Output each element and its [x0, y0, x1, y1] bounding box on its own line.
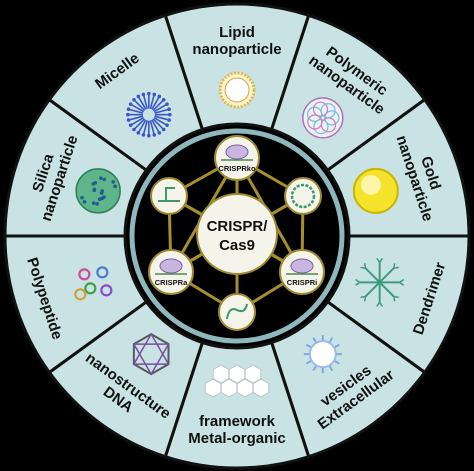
dna-nanostructure-icon	[132, 332, 170, 376]
center-label-line1: CRISPR/	[207, 218, 269, 235]
polymeric-nanoparticle-icon	[302, 97, 344, 139]
segment-label-lipid-nanoparticle-line1: Lipid	[219, 24, 255, 41]
micelle-icon	[126, 91, 172, 138]
guide-rna-node	[150, 177, 188, 215]
center-node	[196, 193, 278, 275]
segment-bg	[47, 13, 205, 173]
crispri-node-label: CRISPRi	[287, 278, 317, 287]
gold-nanoparticle-icon	[352, 167, 399, 214]
crispra-node: CRISPRa	[148, 249, 194, 295]
crisprko-node: CRISPRko	[214, 135, 260, 181]
cas9-protein-icon	[290, 258, 314, 274]
crispra-node-label: CRISPRa	[155, 278, 188, 287]
segment-polypeptide: Polypeptide	[3, 234, 149, 375]
mrna-icon	[226, 303, 248, 320]
lipid-nanoparticle-icon	[218, 71, 256, 109]
segment-label-metal-organic-framework-line1: Metal-organic	[188, 430, 286, 447]
mrna-node	[218, 293, 256, 331]
plasmid-icon	[290, 183, 316, 209]
polypeptide-icon	[74, 266, 113, 301]
segment-label-lipid-nanoparticle-line2: nanoparticle	[192, 41, 281, 58]
dendrimer-icon	[355, 257, 405, 307]
cas9-protein-icon	[159, 258, 183, 274]
center-label-line2: Cas9	[219, 237, 255, 254]
cas9-protein-icon	[225, 144, 249, 160]
plasmid-node	[284, 177, 322, 215]
crisprko-node-label: CRISPRko	[218, 164, 256, 173]
silica-nanoparticle-icon	[75, 168, 121, 214]
metal-organic-framework-icon	[204, 364, 270, 398]
crispri-node: CRISPRi	[279, 249, 325, 295]
segment-micelle: Micelle	[47, 13, 205, 173]
guide-rna-icon	[158, 187, 180, 202]
extracellular-vesicles-icon	[303, 335, 342, 374]
segment-label-metal-organic-framework-line2: framework	[199, 413, 276, 430]
